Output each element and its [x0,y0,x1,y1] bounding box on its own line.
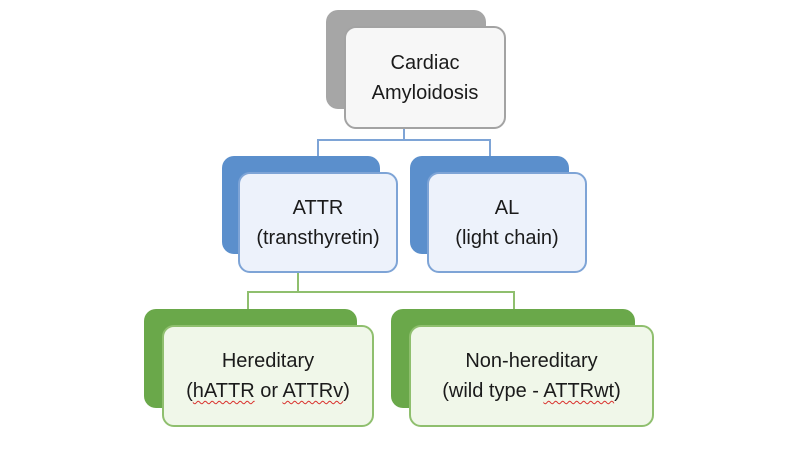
hereditary-node: Hereditary (hATTR or ATTRv) [162,325,374,427]
attr-node-line-1: ATTR [292,196,344,219]
non-hereditary-node-line-1: Non-hereditary [465,350,598,372]
al-node-line-2: (light chain) [455,226,559,249]
attr-node-line-2: (transthyretin) [256,226,380,249]
hereditary-line2-prefix: ( [186,380,193,402]
non-hereditary-node: Non-hereditary (wild type - ATTRwt) [409,325,654,427]
hereditary-node-line-2: (hATTR or ATTRv) [186,376,350,406]
root-node-cardiac-amyloidosis: Cardiac Amyloidosis [344,26,506,129]
hereditary-term-hattr: hATTR [192,380,255,402]
connector-attr-to-level3 [247,291,515,309]
non-hereditary-line2-suffix: ) [614,380,621,402]
non-hereditary-node-line-2: (wild type - ATTRwt) [442,376,621,406]
root-node-line-2: Amyloidosis [371,81,479,104]
root-node-line-1: Cardiac [390,51,460,74]
hereditary-line2-suffix: ) [343,380,350,402]
al-node: AL (light chain) [427,172,587,273]
non-hereditary-term-attrwt: ATTRwt [543,380,615,402]
al-node-line-1: AL [494,196,520,219]
hereditary-line2-middle: or [254,380,283,402]
hereditary-node-line-1: Hereditary [221,350,315,372]
non-hereditary-line2-prefix: (wild type - [442,380,544,402]
hereditary-term-attrv: ATTRv [282,380,344,402]
attr-node: ATTR (transthyretin) [238,172,398,273]
